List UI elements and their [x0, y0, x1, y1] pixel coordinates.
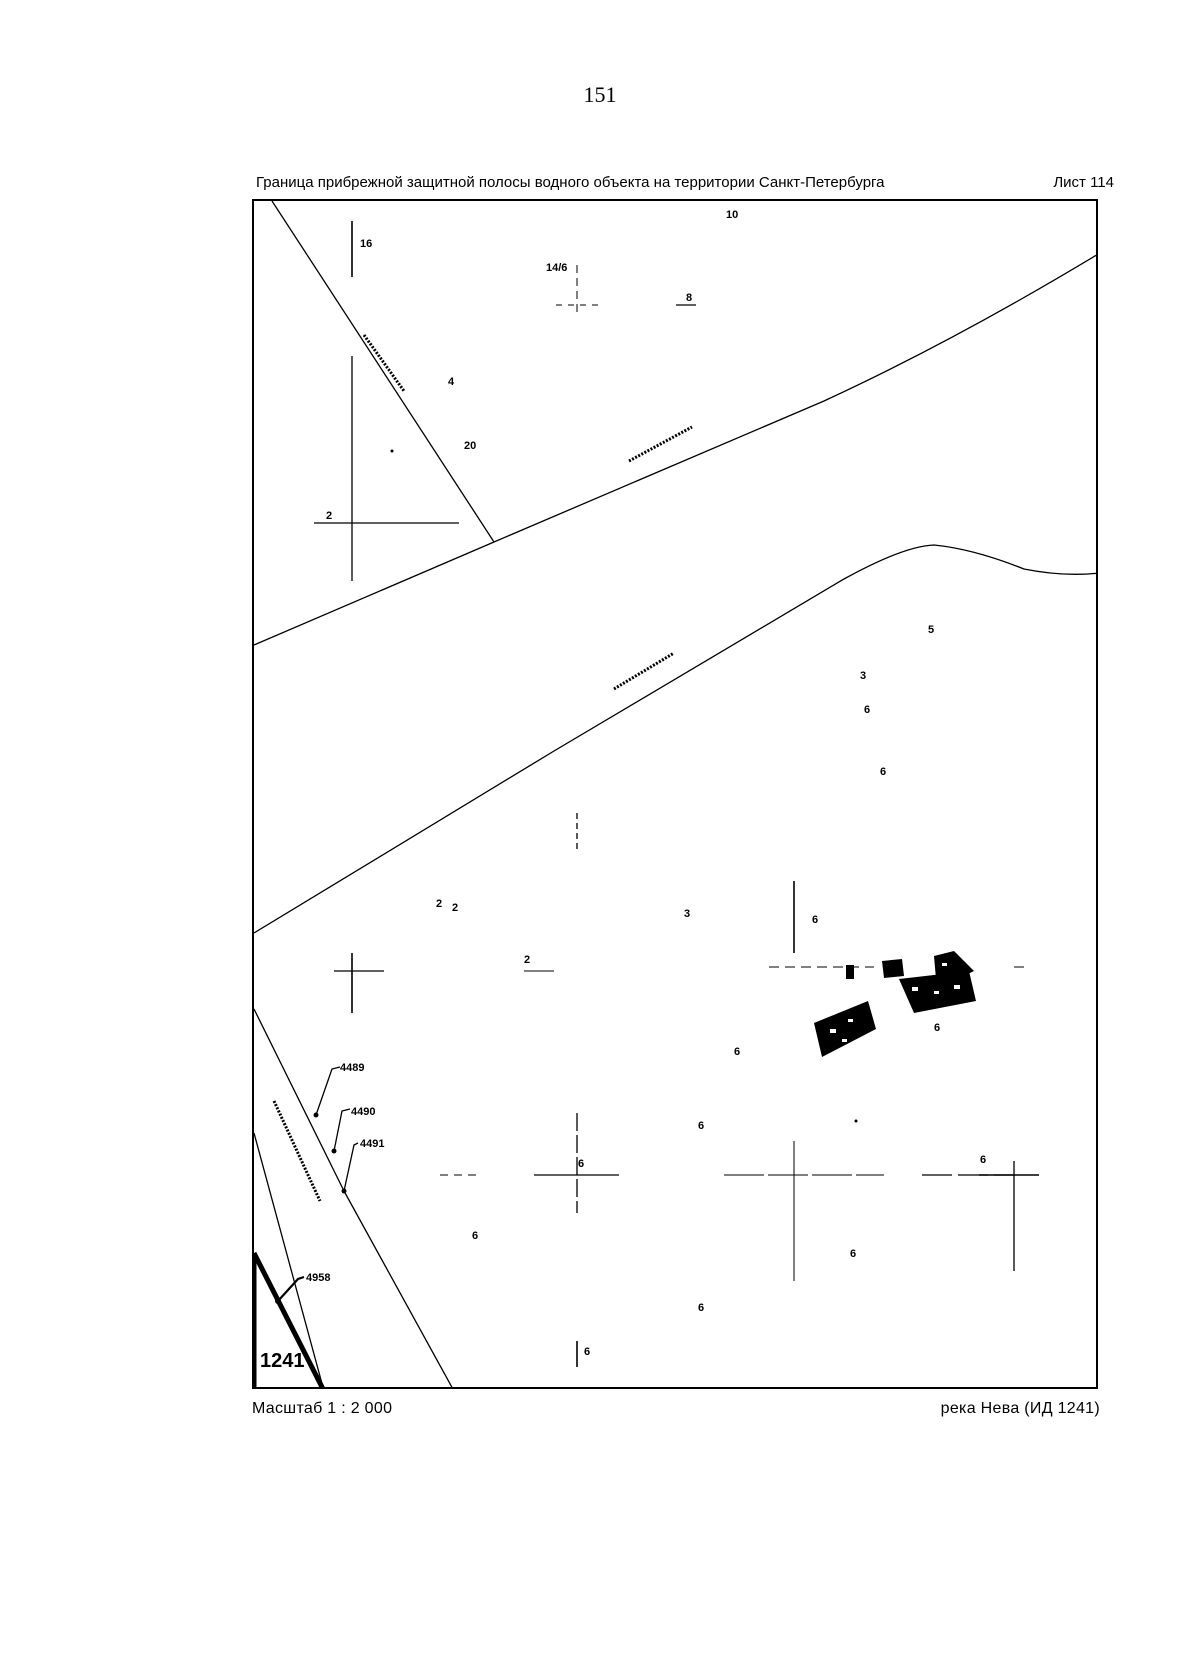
boundary-vertex [341, 1188, 347, 1194]
building-hatch [942, 963, 947, 966]
map-canvas[interactable]: 10 16 14/6 8 4 20 2 5 3 6 6 2 2 3 6 2 6 … [254, 201, 1098, 1389]
sheet-number: Лист 114 [1053, 174, 1114, 191]
building-number: 3 [684, 908, 690, 920]
boundary-leader-4491 [343, 1142, 359, 1192]
embankment-line-lower [343, 1190, 453, 1387]
building-number: 8 [686, 292, 692, 304]
map-dot [390, 449, 394, 453]
boundary-point-number: 4491 [360, 1138, 384, 1150]
page-number: 151 [583, 82, 617, 107]
building-number: 20 [464, 440, 476, 452]
building-block [882, 959, 904, 978]
street-name-label [613, 651, 675, 691]
sheet-title: Граница прибрежной защитной полосы водно… [256, 174, 885, 191]
scale-label: Масштаб 1 : 2 000 [252, 1400, 393, 1417]
building-hatch [848, 1019, 853, 1022]
building-number: 5 [928, 624, 934, 636]
building-number: 6 [472, 1230, 478, 1242]
building-number: 6 [698, 1302, 704, 1314]
boundary-leader-4958 [277, 1275, 305, 1302]
building-hatch [912, 987, 918, 991]
building-number: 2 [326, 510, 332, 522]
embankment-line-outer [254, 1008, 345, 1192]
building-block [814, 1001, 876, 1057]
building-number: 6 [578, 1158, 584, 1170]
boundary-leader-4489 [315, 1066, 341, 1116]
map-dot [854, 1119, 858, 1123]
building-number: 6 [864, 704, 870, 716]
zone-id-label: 1241 [260, 1350, 305, 1372]
boundary-point-number: 4489 [340, 1062, 364, 1074]
building-number: 6 [934, 1022, 940, 1034]
boundary-vertex [331, 1148, 337, 1154]
building-number: 2 [524, 954, 530, 966]
boundary-point-number: 4490 [351, 1106, 375, 1118]
building-number: 6 [980, 1154, 986, 1166]
embankment-line-inner [254, 1132, 324, 1387]
street-line-middle [254, 544, 1096, 934]
street-name-label [628, 425, 693, 463]
building-hatch [830, 1029, 836, 1033]
building-number: 6 [812, 914, 818, 926]
boundary-point-number: 4958 [306, 1272, 330, 1284]
street-name-label [272, 1100, 322, 1202]
river-label: река Нева (ИД 1241) [940, 1400, 1100, 1417]
building-number: 16 [360, 238, 372, 250]
map-frame[interactable]: 10 16 14/6 8 4 20 2 5 3 6 6 2 2 3 6 2 6 … [252, 199, 1098, 1389]
street-line-diagonal-north [271, 201, 495, 543]
building-number: 6 [850, 1248, 856, 1260]
building-number: 3 [860, 670, 866, 682]
building-number: 4 [448, 376, 455, 388]
building-hatch [954, 985, 960, 989]
building-number: 6 [734, 1046, 740, 1058]
building-number: 6 [698, 1120, 704, 1132]
building-number: 2 [452, 902, 458, 914]
building-number: 6 [584, 1346, 590, 1358]
building-number: 14/6 [546, 262, 567, 274]
building-number: 6 [880, 766, 886, 778]
building-block [934, 951, 974, 981]
building-number: 2 [436, 898, 442, 910]
street-name-label [362, 334, 406, 392]
boundary-vertex [313, 1112, 319, 1118]
building-number: 10 [726, 209, 738, 221]
boundary-vertex [275, 1298, 281, 1304]
protection-zone-boundary [254, 1251, 325, 1387]
building-block [846, 965, 854, 979]
building-hatch [842, 1039, 847, 1042]
boundary-leader-4490 [333, 1108, 351, 1152]
building-hatch [934, 991, 939, 994]
street-line-upper [254, 254, 1096, 646]
